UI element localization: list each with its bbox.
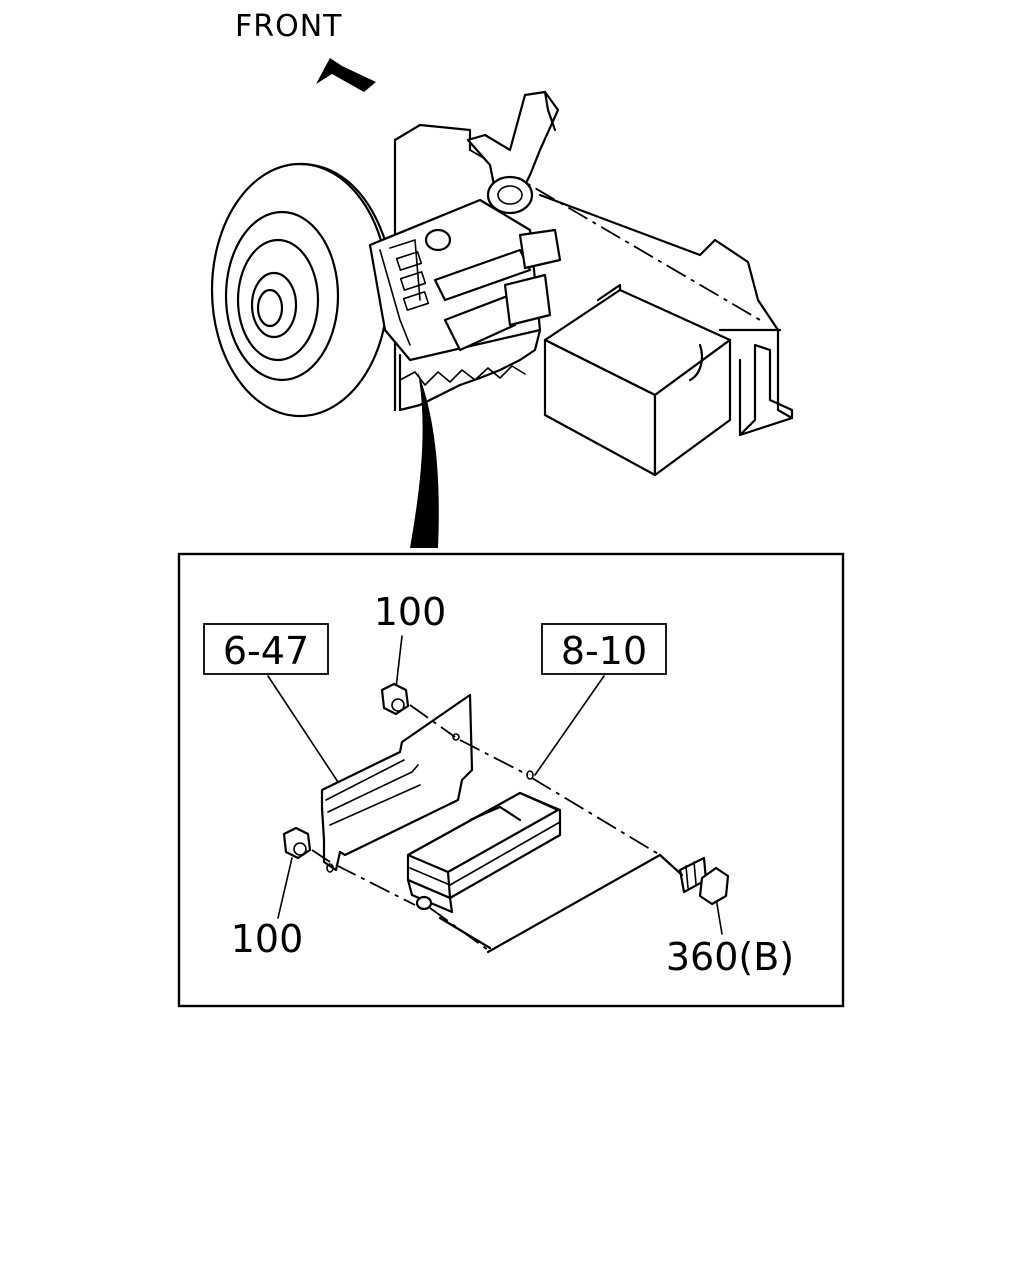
front-label: FRONT <box>235 9 342 44</box>
bracket-exploded <box>282 682 730 954</box>
bolt-360b <box>678 856 730 906</box>
leader-100-top <box>395 635 403 689</box>
harness-clip <box>466 90 560 215</box>
nut-top <box>380 682 410 716</box>
mounting-bracket <box>320 693 474 872</box>
ref-6-47-label: 6-47 <box>223 629 309 673</box>
tire <box>210 162 397 418</box>
relay-box <box>406 791 562 914</box>
leader-8-10 <box>534 675 605 776</box>
detail-pointer <box>410 372 439 548</box>
part-100-left-label: 100 <box>231 917 304 961</box>
nut-left <box>282 826 312 860</box>
relay-box-assembly <box>368 198 562 412</box>
detail-frame <box>177 552 845 1008</box>
ref-6-47: 6-47 <box>203 623 329 675</box>
vehicle-overview <box>210 90 794 548</box>
leader-6-47 <box>267 675 339 783</box>
part-100-top-label: 100 <box>374 590 447 634</box>
leader-360b <box>715 897 723 935</box>
ref-8-10-label: 8-10 <box>561 629 647 673</box>
ref-8-10: 8-10 <box>541 623 667 675</box>
arrow-up-left-icon <box>316 58 376 92</box>
leader-100-left <box>277 857 293 919</box>
battery <box>543 283 732 477</box>
part-360b-label: 360(B) <box>666 935 794 979</box>
